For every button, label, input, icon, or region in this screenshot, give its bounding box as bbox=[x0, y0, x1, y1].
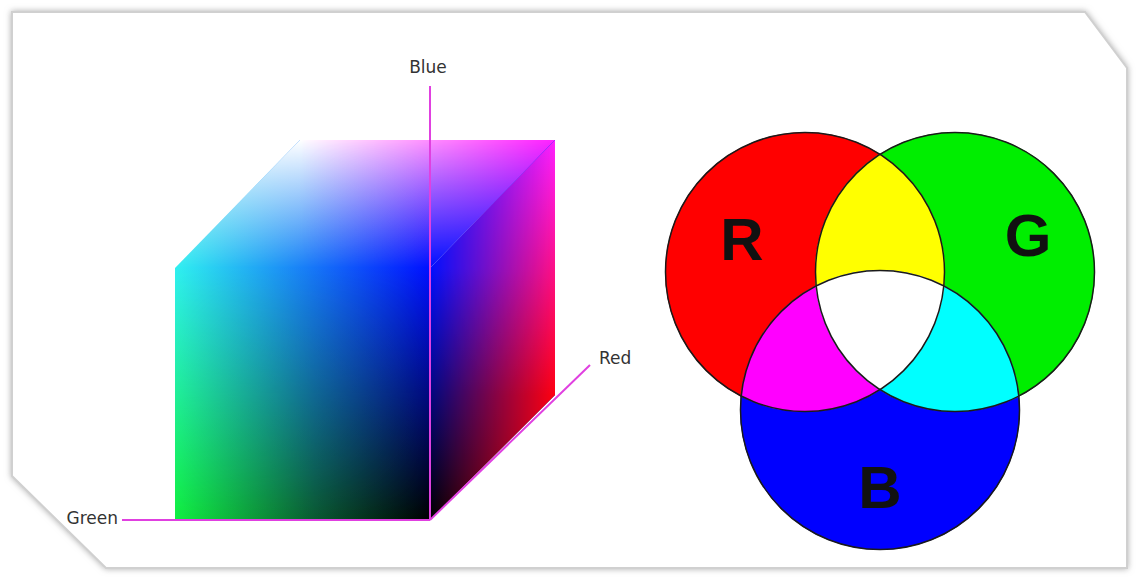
cube-front-face-top-blend bbox=[175, 268, 430, 520]
cube-axes bbox=[122, 86, 590, 520]
circle-letter: R bbox=[720, 210, 763, 270]
blue-circle: B bbox=[740, 270, 1020, 550]
circle-letter: G bbox=[1005, 206, 1052, 266]
cube-front-face bbox=[175, 268, 430, 520]
axis-label: Red bbox=[599, 350, 631, 367]
axis-label: Blue bbox=[409, 59, 447, 76]
green-axis bbox=[122, 519, 430, 521]
color-cube bbox=[175, 140, 555, 520]
red-axis bbox=[430, 365, 590, 520]
circle-letter: B bbox=[858, 458, 901, 518]
venn-fills bbox=[665, 132, 1095, 550]
circle-border bbox=[741, 271, 1020, 550]
cube-right-face-blend bbox=[430, 140, 555, 520]
cube-right-face bbox=[430, 140, 555, 520]
blue-axis bbox=[429, 86, 431, 520]
axis-label: Green bbox=[67, 510, 118, 527]
card-frame bbox=[12, 12, 1127, 568]
